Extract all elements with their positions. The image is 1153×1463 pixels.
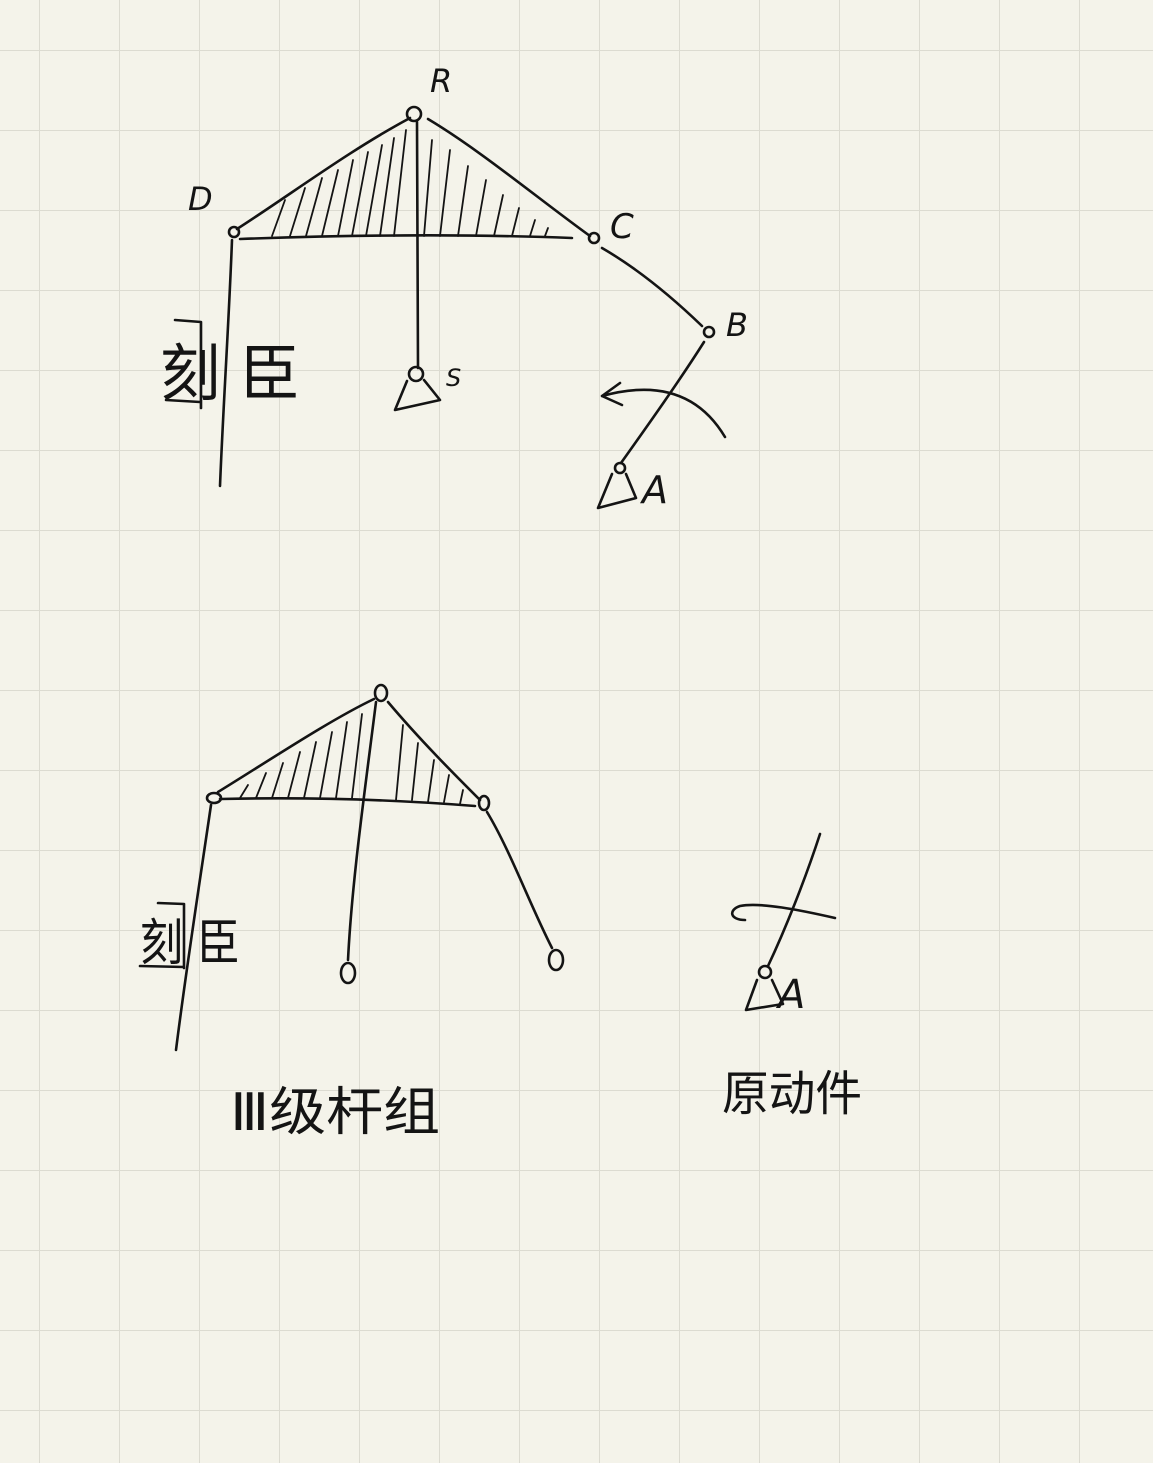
driver-joint-a [757,964,773,980]
driver-caption: 原动件 [722,1066,862,1122]
group-guide-rod [174,803,213,1052]
triangle-hatching [271,129,549,237]
label-b: B [726,306,748,344]
joint-b [702,325,716,339]
ground-support-s [393,378,442,412]
driver-crank [766,832,822,968]
joint-r [405,105,423,123]
joint-d [227,225,241,239]
group-caption: Ⅲ级杆组 [230,1083,440,1143]
link-cb [600,246,704,328]
group-link-cb [485,810,554,950]
assur-group-iii: 刻 臣 Ⅲ级杆组 [138,683,565,1143]
label-s: S [446,364,461,392]
group-joint-c [477,794,491,812]
label-r: R [430,62,452,100]
label-d: D [188,180,213,218]
label-c: C [610,207,634,247]
guide-rod-d [218,238,234,488]
driver-ground-support [744,978,785,1012]
ground-wall-bottom [138,901,186,970]
ternary-link-triangle [235,116,592,241]
group-joint-r [373,683,389,703]
ground-label-bottom: 刻 臣 [140,914,240,972]
crank-ab [619,340,706,465]
group-joint-s [339,961,357,985]
ground-label-top: 刻 臣 [160,337,300,410]
group-hatching [239,713,464,805]
driver-link: A 原动件 [722,832,862,1122]
ground-wall-top [164,318,203,410]
driver-label-a: A [775,972,805,1018]
group-joint-b [547,948,565,972]
group-link-rs [346,700,378,962]
joint-c [587,231,601,245]
driver-rotation-arrow [731,903,837,922]
ground-support-a [596,472,638,510]
label-a: A [639,468,668,512]
rotation-arrow [600,381,727,439]
full-mechanism: R D C B S A 刻 臣 [160,62,748,512]
joint-a [613,461,627,475]
link-rs [415,120,420,370]
group-triangle [216,697,482,808]
group-joint-d [205,791,223,805]
joint-s [407,365,425,383]
